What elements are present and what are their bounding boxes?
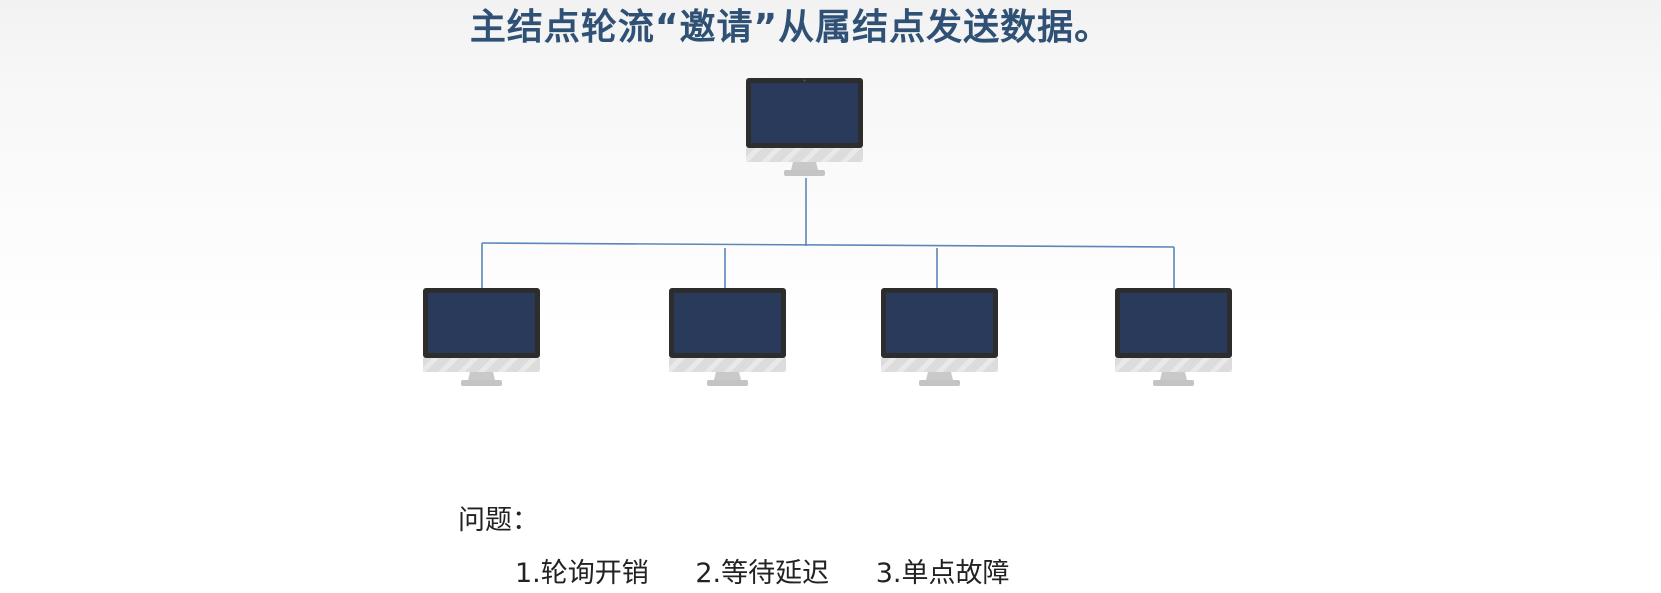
- problems-list: 1.轮询开销 2.等待延迟 3.单点故障: [515, 551, 1047, 590]
- bus-line: [481, 242, 1175, 248]
- problem-item: 2.等待延迟: [695, 558, 830, 589]
- problem-item: 1.轮询开销: [515, 558, 649, 589]
- title-text: 主结点轮流“邀请”从属结点发送数据。: [469, 7, 1112, 48]
- master-monitor-icon: [746, 78, 863, 176]
- problems-label: 问题：: [458, 505, 539, 536]
- slave-monitor-icon: [423, 288, 540, 386]
- slave-monitor-icon: [881, 288, 998, 386]
- problem-item: 3.单点故障: [875, 558, 1010, 589]
- page-title: 主结点轮流“邀请”从属结点发送数据。: [0, 0, 1661, 56]
- slave-monitor-icon: [1115, 288, 1232, 386]
- connection-lines: [481, 178, 1175, 292]
- slave-monitor-icon: [669, 288, 786, 386]
